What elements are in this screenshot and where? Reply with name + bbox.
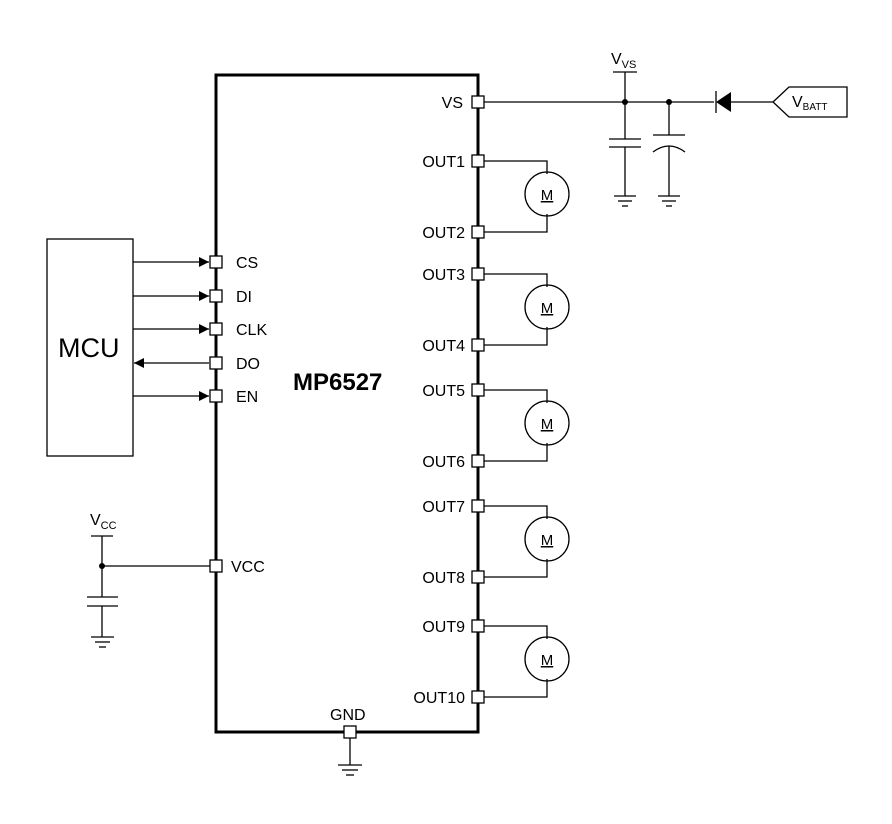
motor-symbol xyxy=(524,516,570,562)
motor-1: M xyxy=(484,160,570,233)
pin-label-out2: OUT2 xyxy=(422,225,465,242)
pin-out5 xyxy=(471,383,485,397)
pin-label-out5: OUT5 xyxy=(422,383,465,400)
pin-out1 xyxy=(471,154,485,168)
vbatt-label: VBATT xyxy=(792,94,828,113)
pin-out10 xyxy=(471,690,485,704)
pin-label-out6: OUT6 xyxy=(422,454,465,471)
motor-label: M xyxy=(541,652,554,669)
mcu-label: MCU xyxy=(58,333,120,363)
pin-label-en: EN xyxy=(236,389,258,406)
vvs-rail-label: VVS xyxy=(611,51,636,71)
motor-label: M xyxy=(541,187,554,204)
pin-vs xyxy=(471,95,485,109)
motor-label: M xyxy=(541,532,554,549)
motor-symbol xyxy=(524,171,570,217)
vbatt-input-flag xyxy=(772,86,848,118)
vcc-supply: VCC xyxy=(87,512,210,648)
pin-out7 xyxy=(471,499,485,513)
pin-out8 xyxy=(471,570,485,584)
pin-label-do: DO xyxy=(236,356,260,373)
pin-out2 xyxy=(471,225,485,239)
pin-gnd xyxy=(343,725,357,739)
pin-cs xyxy=(209,255,223,269)
pin-di xyxy=(209,289,223,303)
pin-en xyxy=(209,389,223,403)
pin-label-out9: OUT9 xyxy=(422,619,465,636)
motor-4: M xyxy=(484,505,570,578)
chip-name: MP6527 xyxy=(293,369,382,396)
motor-label: M xyxy=(541,416,554,433)
pin-out4 xyxy=(471,338,485,352)
pin-label-vcc: VCC xyxy=(231,559,265,576)
diode-symbol xyxy=(716,92,731,112)
mcu-signal-lines xyxy=(133,257,209,401)
pin-label-cs: CS xyxy=(236,255,258,272)
motor-symbol xyxy=(524,284,570,330)
pin-out6 xyxy=(471,454,485,468)
pin-label-out4: OUT4 xyxy=(422,338,465,355)
motor-symbol xyxy=(524,400,570,446)
pin-label-out8: OUT8 xyxy=(422,570,465,587)
motor-label: M xyxy=(541,300,554,317)
motor-2: M xyxy=(484,273,570,346)
motor-5: M xyxy=(484,625,570,698)
motor-3: M xyxy=(484,389,570,462)
vcc-rail-label: VCC xyxy=(90,512,117,532)
vs-supply: VVS VBATT xyxy=(484,51,848,207)
pin-label-vs: VS xyxy=(442,95,463,112)
motor-symbol xyxy=(524,636,570,682)
pin-out3 xyxy=(471,267,485,281)
pin-label-out3: OUT3 xyxy=(422,267,465,284)
gnd-connection: GND xyxy=(330,707,366,776)
pin-label-di: DI xyxy=(236,289,252,306)
pin-label-out7: OUT7 xyxy=(422,499,465,516)
pin-out9 xyxy=(471,619,485,633)
pin-vcc xyxy=(209,559,223,573)
pin-do xyxy=(209,356,223,370)
pin-label-gnd: GND xyxy=(330,707,366,724)
pin-clk xyxy=(209,322,223,336)
pin-label-out1: OUT1 xyxy=(422,154,465,171)
pin-label-clk: CLK xyxy=(236,322,267,339)
pin-label-out10: OUT10 xyxy=(413,690,465,707)
mcu-block xyxy=(46,238,134,457)
